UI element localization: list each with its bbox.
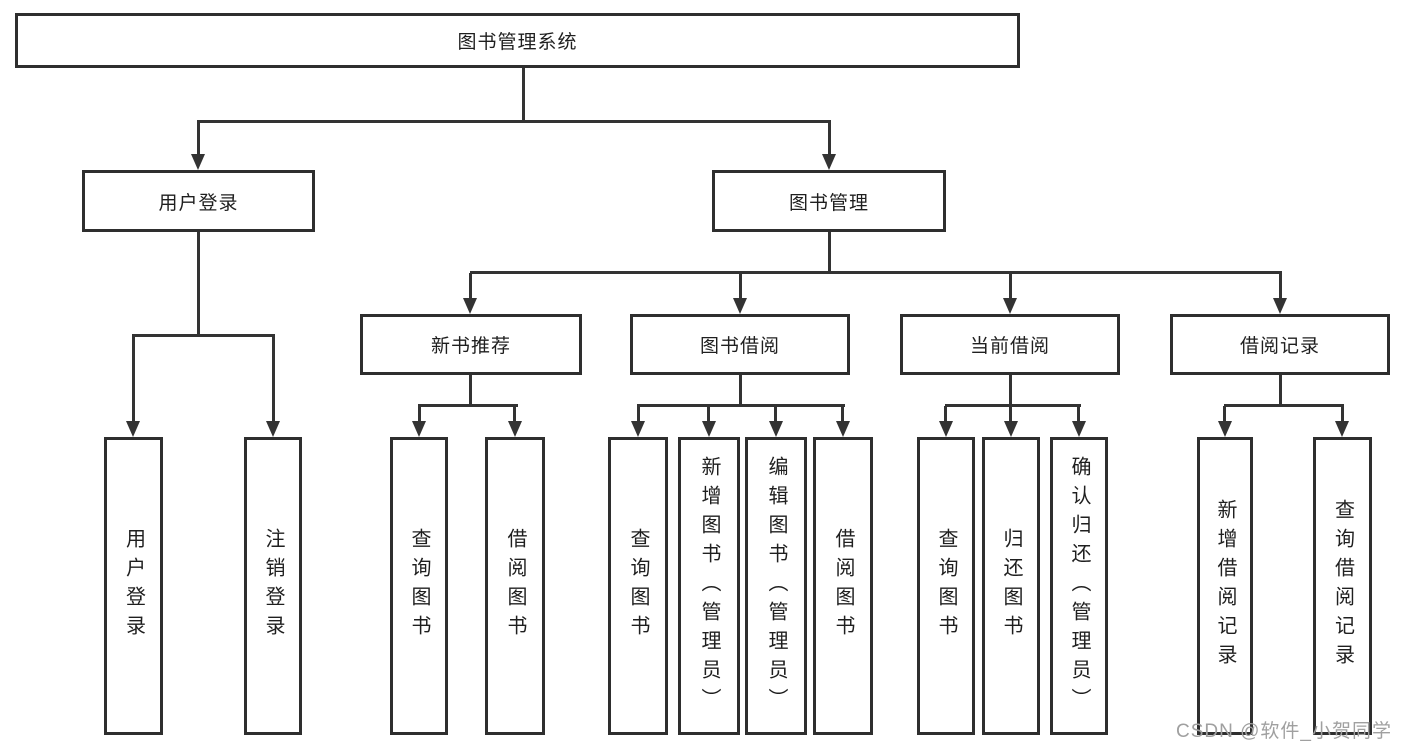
connector-new-book-leaf1 [418,406,421,423]
arrowhead-current-borrow-leaf3 [1072,421,1086,437]
connector-book-borrow-leaf2 [707,406,710,423]
arrowhead-to-current-borrow [1003,298,1017,314]
node-book-mgmt: 图书管理 [712,170,946,232]
connector-book-borrow-branch [637,404,845,407]
connector-borrow-record-leaf2 [1341,406,1344,423]
node-leaf-add-book-admin: 新增图书（管理员） [678,437,740,735]
node-leaf-return-books: 归还图书 [982,437,1040,735]
node-new-book: 新书推荐 [360,314,582,375]
arrowhead-to-borrow-record [1273,298,1287,314]
connector-to-book-borrow [739,273,742,300]
node-leaf-borrow-books-newbook: 借阅图书 [485,437,545,735]
node-leaf-add-borrow-record-label: 新增借阅记录 [1214,499,1236,673]
arrowhead-to-new-book [463,298,477,314]
connector-user-login-stem [197,230,200,337]
arrowhead-new-book-leaf2 [508,421,522,437]
node-leaf-borrow-books-newbook-label: 借阅图书 [504,528,526,644]
node-leaf-borrow-books-borrow: 借阅图书 [813,437,873,735]
connector-book-borrow-leaf4 [841,406,844,423]
arrowhead-to-book-mgmt [822,154,836,170]
node-leaf-confirm-return-admin: 确认归还（管理员） [1050,437,1108,735]
arrowhead-book-borrow-leaf3 [769,421,783,437]
node-new-book-label: 新书推荐 [430,336,511,357]
node-leaf-borrow-books-borrow-label: 借阅图书 [832,528,854,644]
node-leaf-query-books-current-label: 查询图书 [935,528,957,644]
connector-book-mgmt-stem [828,230,831,274]
node-borrow-record-label: 借阅记录 [1239,336,1320,357]
arrowhead-new-book-leaf1 [412,421,426,437]
connector-current-borrow-branch [945,404,1081,407]
node-current-borrow-label: 当前借阅 [969,336,1050,357]
connector-borrow-record-branch [1224,404,1344,407]
node-leaf-add-book-admin-label: 新增图书（管理员） [698,455,720,717]
connector-new-book-branch [418,404,518,407]
node-root: 图书管理系统 [15,13,1020,68]
arrowhead-borrow-record-leaf1 [1218,421,1232,437]
connector-current-borrow-leaf2 [1009,406,1012,423]
arrowhead-to-login-leaf [126,421,140,437]
connector-to-logout-leaf [272,335,275,421]
node-leaf-query-borrow-record: 查询借阅记录 [1313,437,1372,735]
node-leaf-query-borrow-record-label: 查询借阅记录 [1331,499,1354,673]
node-leaf-query-books-newbook-label: 查询图书 [408,528,430,644]
connector-book-mgmt-branch [470,271,1282,274]
node-root-label: 图书管理系统 [457,32,578,53]
node-leaf-edit-book-admin-label: 编辑图书（管理员） [765,455,787,717]
arrowhead-book-borrow-leaf2 [702,421,716,437]
connector-new-book-leaf2 [513,406,516,423]
connector-to-current-borrow [1009,273,1012,300]
connector-to-new-book [469,273,472,300]
node-leaf-return-books-label: 归还图书 [1000,528,1022,644]
connector-book-borrow-leaf1 [637,406,640,423]
node-book-mgmt-label: 图书管理 [788,192,869,214]
connector-new-book-stem [469,373,472,407]
node-leaf-query-books-newbook: 查询图书 [390,437,448,735]
connector-current-borrow-leaf3 [1077,406,1080,423]
node-leaf-logout: 注销登录 [244,437,302,735]
arrowhead-to-logout-leaf [266,421,280,437]
arrowhead-book-borrow-leaf1 [631,421,645,437]
connector-borrow-record-leaf1 [1223,406,1226,423]
connector-book-borrow-leaf3 [774,406,777,423]
connector-user-login-branch [132,334,275,337]
node-leaf-query-books-current: 查询图书 [917,437,975,735]
connector-current-borrow-stem [1009,373,1012,407]
csdn-watermark: CSDN @软件_小贺同学 [1176,721,1392,742]
connector-borrow-record-stem [1279,373,1282,407]
connector-current-borrow-leaf1 [944,406,947,423]
node-leaf-query-books-borrow-label: 查询图书 [627,528,649,644]
arrowhead-book-borrow-leaf4 [836,421,850,437]
node-user-login: 用户登录 [82,170,315,232]
node-book-borrow: 图书借阅 [630,314,850,375]
connector-root-branch [197,120,831,123]
node-leaf-user-login-label: 用户登录 [122,528,145,644]
connector-to-borrow-record [1279,273,1282,300]
connector-book-borrow-stem [739,373,742,407]
connector-root-stem [522,65,525,123]
node-leaf-query-books-borrow: 查询图书 [608,437,668,735]
arrowhead-current-borrow-leaf2 [1004,421,1018,437]
node-borrow-record: 借阅记录 [1170,314,1390,375]
node-current-borrow: 当前借阅 [900,314,1120,375]
node-leaf-logout-label: 注销登录 [262,528,284,644]
arrowhead-borrow-record-leaf2 [1335,421,1349,437]
connector-to-user-login [197,121,200,156]
node-leaf-add-borrow-record: 新增借阅记录 [1197,437,1253,735]
node-leaf-user-login: 用户登录 [104,437,163,735]
arrowhead-to-book-borrow [733,298,747,314]
node-user-login-label: 用户登录 [158,192,239,214]
arrowhead-current-borrow-leaf1 [939,421,953,437]
connector-to-book-mgmt [828,121,831,156]
connector-to-login-leaf [132,335,135,421]
node-leaf-confirm-return-admin-label: 确认归还（管理员） [1068,455,1090,717]
node-leaf-edit-book-admin: 编辑图书（管理员） [745,437,807,735]
node-book-borrow-label: 图书借阅 [699,336,780,357]
arrowhead-to-user-login [191,154,205,170]
